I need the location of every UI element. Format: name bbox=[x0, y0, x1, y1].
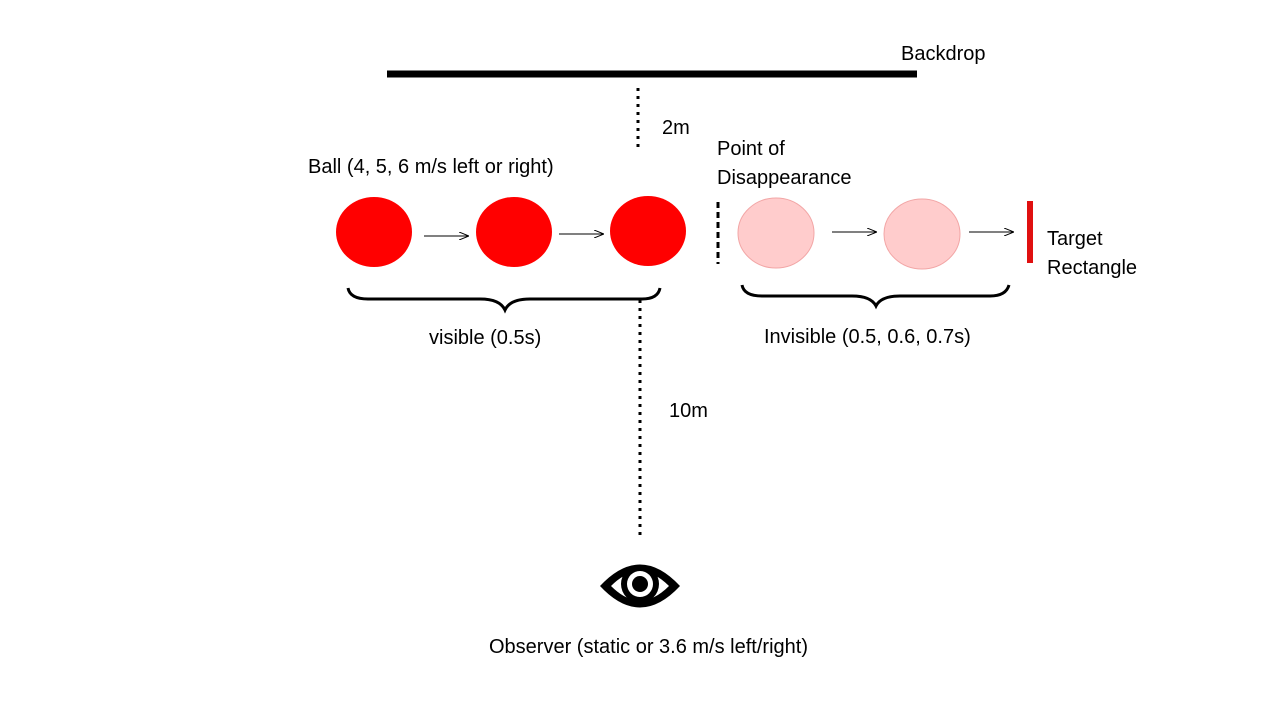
invisible-ball-1 bbox=[737, 197, 815, 269]
point-of-disappearance-label-line2: Disappearance bbox=[717, 167, 852, 189]
invisible-brace bbox=[740, 284, 1011, 310]
visible-brace bbox=[346, 287, 662, 314]
visible-ball-1 bbox=[336, 197, 412, 267]
backdrop-label: Backdrop bbox=[901, 43, 986, 65]
observer-distance-label: 10m bbox=[669, 400, 708, 422]
backdrop-distance-label: 2m bbox=[662, 117, 690, 139]
target-rectangle bbox=[1027, 201, 1033, 263]
ball-label: Ball (4, 5, 6 m/s left or right) bbox=[308, 156, 554, 178]
visible-ball-3 bbox=[610, 196, 686, 266]
point-of-disappearance-label-line1: Point of bbox=[717, 138, 785, 160]
target-label-line2: Rectangle bbox=[1047, 257, 1137, 279]
eye-icon bbox=[600, 564, 680, 608]
visible-duration-label: visible (0.5s) bbox=[429, 327, 541, 349]
visible-ball-2 bbox=[476, 197, 552, 267]
target-label-line1: Target bbox=[1047, 228, 1103, 250]
invisible-duration-label: Invisible (0.5, 0.6, 0.7s) bbox=[764, 326, 971, 348]
observer-label: Observer (static or 3.6 m/s left/right) bbox=[489, 636, 808, 658]
invisible-ball-2 bbox=[883, 198, 961, 270]
